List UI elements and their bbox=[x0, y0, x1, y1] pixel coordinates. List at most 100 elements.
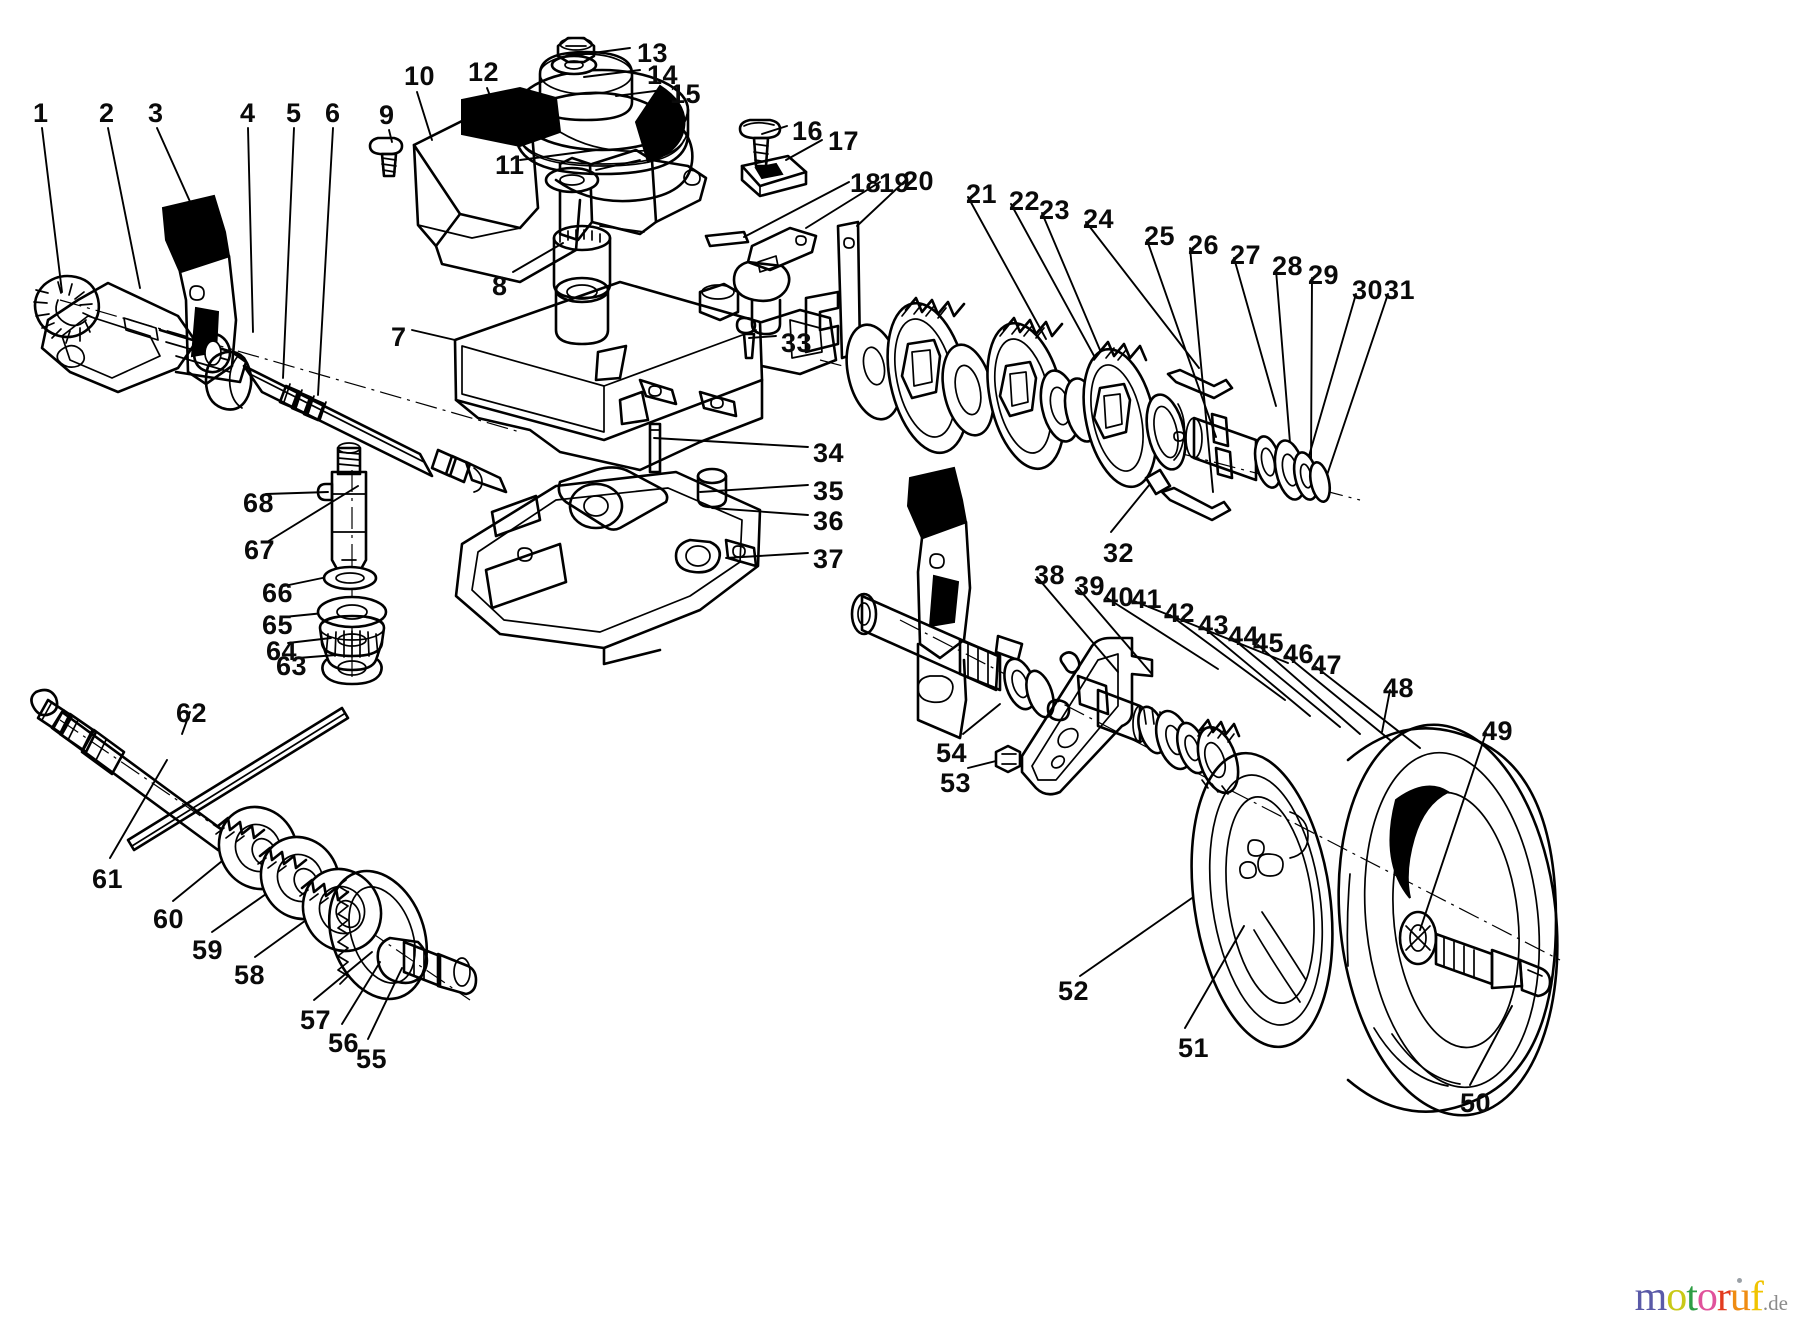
part-36-37-lower-housing bbox=[454, 466, 762, 666]
watermark-letter-t: t bbox=[1686, 1274, 1698, 1320]
part-12-belt bbox=[461, 86, 694, 203]
callout-number-61: 61 bbox=[92, 864, 124, 894]
callout-number-51: 51 bbox=[1178, 1033, 1210, 1063]
callout-number-59: 59 bbox=[192, 935, 224, 965]
callout-number-15: 15 bbox=[670, 79, 702, 109]
callout-number-41: 41 bbox=[1131, 584, 1163, 614]
part-27-axle-sleeve bbox=[1173, 412, 1258, 482]
part-19-shift-lever-arm bbox=[732, 226, 818, 336]
callout-number-1: 1 bbox=[33, 98, 49, 128]
callout-number-19: 19 bbox=[879, 168, 911, 198]
callout-number-23: 23 bbox=[1039, 195, 1071, 225]
callout-number-63: 63 bbox=[276, 651, 308, 681]
part-4-shaft-bearing bbox=[192, 332, 232, 374]
pulley-belt-cover-assembly bbox=[368, 36, 708, 300]
watermark-letter-r: r bbox=[1716, 1274, 1731, 1320]
part-26-roll-pin bbox=[1144, 468, 1172, 496]
callout-number-64: 64 bbox=[266, 636, 298, 666]
callout-number-65: 65 bbox=[262, 610, 294, 640]
callout-number-4: 4 bbox=[240, 98, 256, 128]
callout-number-2: 2 bbox=[99, 98, 115, 128]
axle-hub-assembly bbox=[850, 466, 1241, 796]
motoruf-watermark: motoruf.de bbox=[1635, 1276, 1788, 1318]
callout-number-3: 3 bbox=[148, 98, 164, 128]
callout-number-42: 42 bbox=[1164, 598, 1196, 628]
callout-number-27: 27 bbox=[1230, 240, 1262, 270]
part-22-drive-gear bbox=[886, 296, 970, 455]
part-51-52-rim bbox=[1190, 751, 1334, 1049]
callout-number-10: 10 bbox=[404, 61, 436, 91]
callout-number-56: 56 bbox=[328, 1028, 360, 1058]
callout-number-30: 30 bbox=[1352, 275, 1384, 305]
part-64-bevel-gear bbox=[318, 614, 386, 672]
part-62-pin bbox=[126, 706, 350, 852]
callout-number-66: 66 bbox=[262, 578, 294, 608]
part-68-woodruff-key bbox=[316, 482, 334, 502]
callout-number-39: 39 bbox=[1074, 571, 1106, 601]
part-3-shift-lever bbox=[161, 194, 238, 386]
callout-number-68: 68 bbox=[243, 488, 275, 518]
callout-number-44: 44 bbox=[1228, 621, 1260, 651]
callout-number-13: 13 bbox=[637, 38, 669, 68]
watermark-letter-o1: o bbox=[1666, 1274, 1687, 1320]
callout-number-28: 28 bbox=[1272, 251, 1304, 281]
part-29-31-washers bbox=[1273, 439, 1332, 503]
part-65-thrust-washer bbox=[316, 595, 388, 629]
callout-number-49: 49 bbox=[1482, 716, 1514, 746]
callout-number-62: 62 bbox=[176, 698, 208, 728]
part-66-washer bbox=[322, 565, 378, 591]
callout-number-5: 5 bbox=[286, 98, 302, 128]
callout-number-40: 40 bbox=[1103, 582, 1135, 612]
callout-number-17: 17 bbox=[828, 126, 860, 156]
wheel-tire-assembly bbox=[1190, 723, 1559, 1117]
vertical-bevel-shaft bbox=[316, 442, 388, 686]
callout-number-36: 36 bbox=[813, 506, 845, 536]
callout-number-46: 46 bbox=[1283, 639, 1315, 669]
callout-number-6: 6 bbox=[325, 98, 341, 128]
callout-number-31: 31 bbox=[1384, 275, 1416, 305]
callout-number-9: 9 bbox=[379, 100, 395, 130]
leader-lines bbox=[41, 47, 1513, 1086]
callout-number-16: 16 bbox=[792, 116, 824, 146]
watermark-letter-u: u bbox=[1729, 1274, 1751, 1320]
callout-number-37: 37 bbox=[813, 544, 845, 574]
callout-number-43: 43 bbox=[1198, 610, 1230, 640]
part-24-gear bbox=[986, 316, 1066, 471]
part-9-screw bbox=[368, 136, 404, 178]
callout-number-14: 14 bbox=[647, 60, 679, 90]
part-63-retainer-clip bbox=[321, 658, 383, 686]
callout-number-22: 22 bbox=[1009, 186, 1041, 216]
part-50-axle-bolt bbox=[1434, 932, 1552, 998]
lower-gear-case bbox=[454, 422, 762, 666]
part-23-thrust-washer bbox=[941, 343, 995, 437]
part-6-splined-shaft bbox=[242, 364, 508, 494]
part-33-bolt bbox=[735, 316, 757, 360]
watermark-suffix: .de bbox=[1762, 1291, 1788, 1315]
callout-number-58: 58 bbox=[234, 960, 266, 990]
callout-number-25: 25 bbox=[1144, 221, 1176, 251]
part-7-gear-case-upper bbox=[453, 276, 838, 472]
callout-number-34: 34 bbox=[813, 438, 845, 468]
callout-number-8: 8 bbox=[492, 271, 508, 301]
callout-number-48: 48 bbox=[1383, 673, 1415, 703]
shift-linkage-assembly bbox=[704, 118, 862, 360]
callout-number-7: 7 bbox=[391, 322, 407, 352]
part-67-bevel-shaft bbox=[330, 442, 368, 580]
watermark-dot-icon bbox=[1737, 1278, 1742, 1283]
pinion-bracket-assembly bbox=[33, 194, 508, 494]
callout-number-29: 29 bbox=[1308, 260, 1340, 290]
callout-number-57: 57 bbox=[300, 1005, 332, 1035]
part-13-nut bbox=[556, 36, 596, 64]
callout-number-54: 54 bbox=[936, 738, 968, 768]
part-18-link-rod bbox=[704, 230, 750, 248]
part-48-49-tire bbox=[1337, 723, 1559, 1117]
callout-number-52: 52 bbox=[1058, 976, 1090, 1006]
part-32-spring-clip bbox=[1160, 368, 1234, 522]
callout-number-55: 55 bbox=[356, 1044, 388, 1074]
part-17-retainer-plate bbox=[740, 154, 808, 198]
part-clutch-disc bbox=[1082, 340, 1158, 489]
callout-number-35: 35 bbox=[813, 476, 845, 506]
part-34-dowel-pin bbox=[648, 422, 662, 474]
countershaft-cluster bbox=[30, 688, 478, 1001]
